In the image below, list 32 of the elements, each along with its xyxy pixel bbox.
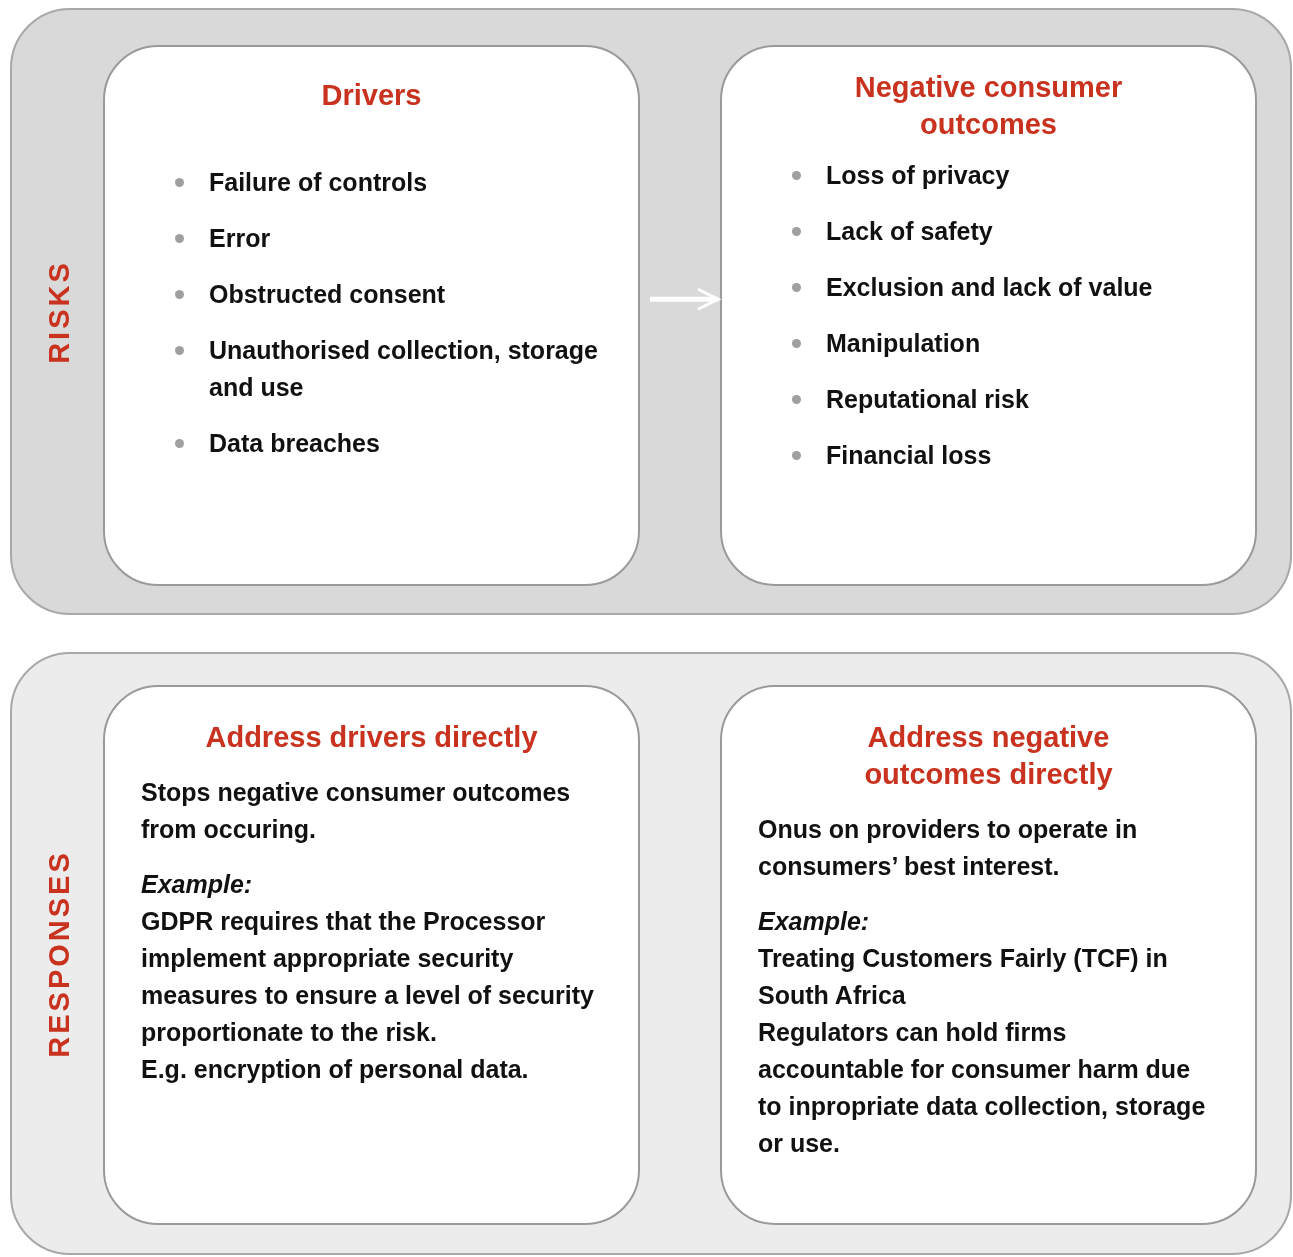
panel-label: RISKS: [42, 259, 76, 364]
card-heading: Negative consumer outcomes: [853, 70, 1124, 142]
arrow: [650, 287, 720, 311]
body-text: Stops negative consumer outcomes from occuring.: [140, 777, 572, 845]
bullet-item: Unauthorised collection, storage and use: [105, 332, 638, 406]
bullet-item: Data breaches: [105, 425, 638, 462]
bullet-item: Manipulation: [722, 325, 1255, 362]
card-heading: Address negative outcomes directly: [863, 720, 1114, 792]
card-heading: Address drivers directly: [204, 720, 539, 755]
card: [103, 45, 640, 586]
bullet-item: Lack of safety: [722, 213, 1255, 250]
card-heading: Drivers: [320, 78, 423, 113]
body-text: Onus on providers to operate in consumers’ best interest.: [757, 814, 1139, 882]
card: [103, 685, 640, 1225]
panel: [10, 8, 1292, 615]
panel-label: RESPONSES: [42, 849, 76, 1058]
panel: [10, 652, 1292, 1255]
card: [720, 45, 1257, 586]
body-text: Regulators can hold firms accountable for consumer harm due to inpropriate data collection, storage or use.: [757, 1017, 1207, 1159]
example-label: Example:: [757, 906, 871, 937]
bullet-item: Obstructed consent: [105, 276, 638, 313]
body-text: GDPR requires that the Processor implement appropriate security measures to ensure a level of security proportionate to the risk.: [140, 906, 595, 1048]
bullet-item: Failure of controls: [105, 164, 638, 201]
bullet-item: Reputational risk: [722, 381, 1255, 418]
bullet-item: Financial loss: [722, 437, 1255, 474]
card: [720, 685, 1257, 1225]
bullet-item: Loss of privacy: [722, 157, 1255, 194]
example-label: Example:: [140, 869, 254, 900]
bullet-item: Exclusion and lack of value: [722, 269, 1255, 306]
bullet-item: Error: [105, 220, 638, 257]
body-text: E.g. encryption of personal data.: [140, 1054, 530, 1085]
body-text: Treating Customers Fairly (TCF) in South Africa: [757, 943, 1169, 1011]
